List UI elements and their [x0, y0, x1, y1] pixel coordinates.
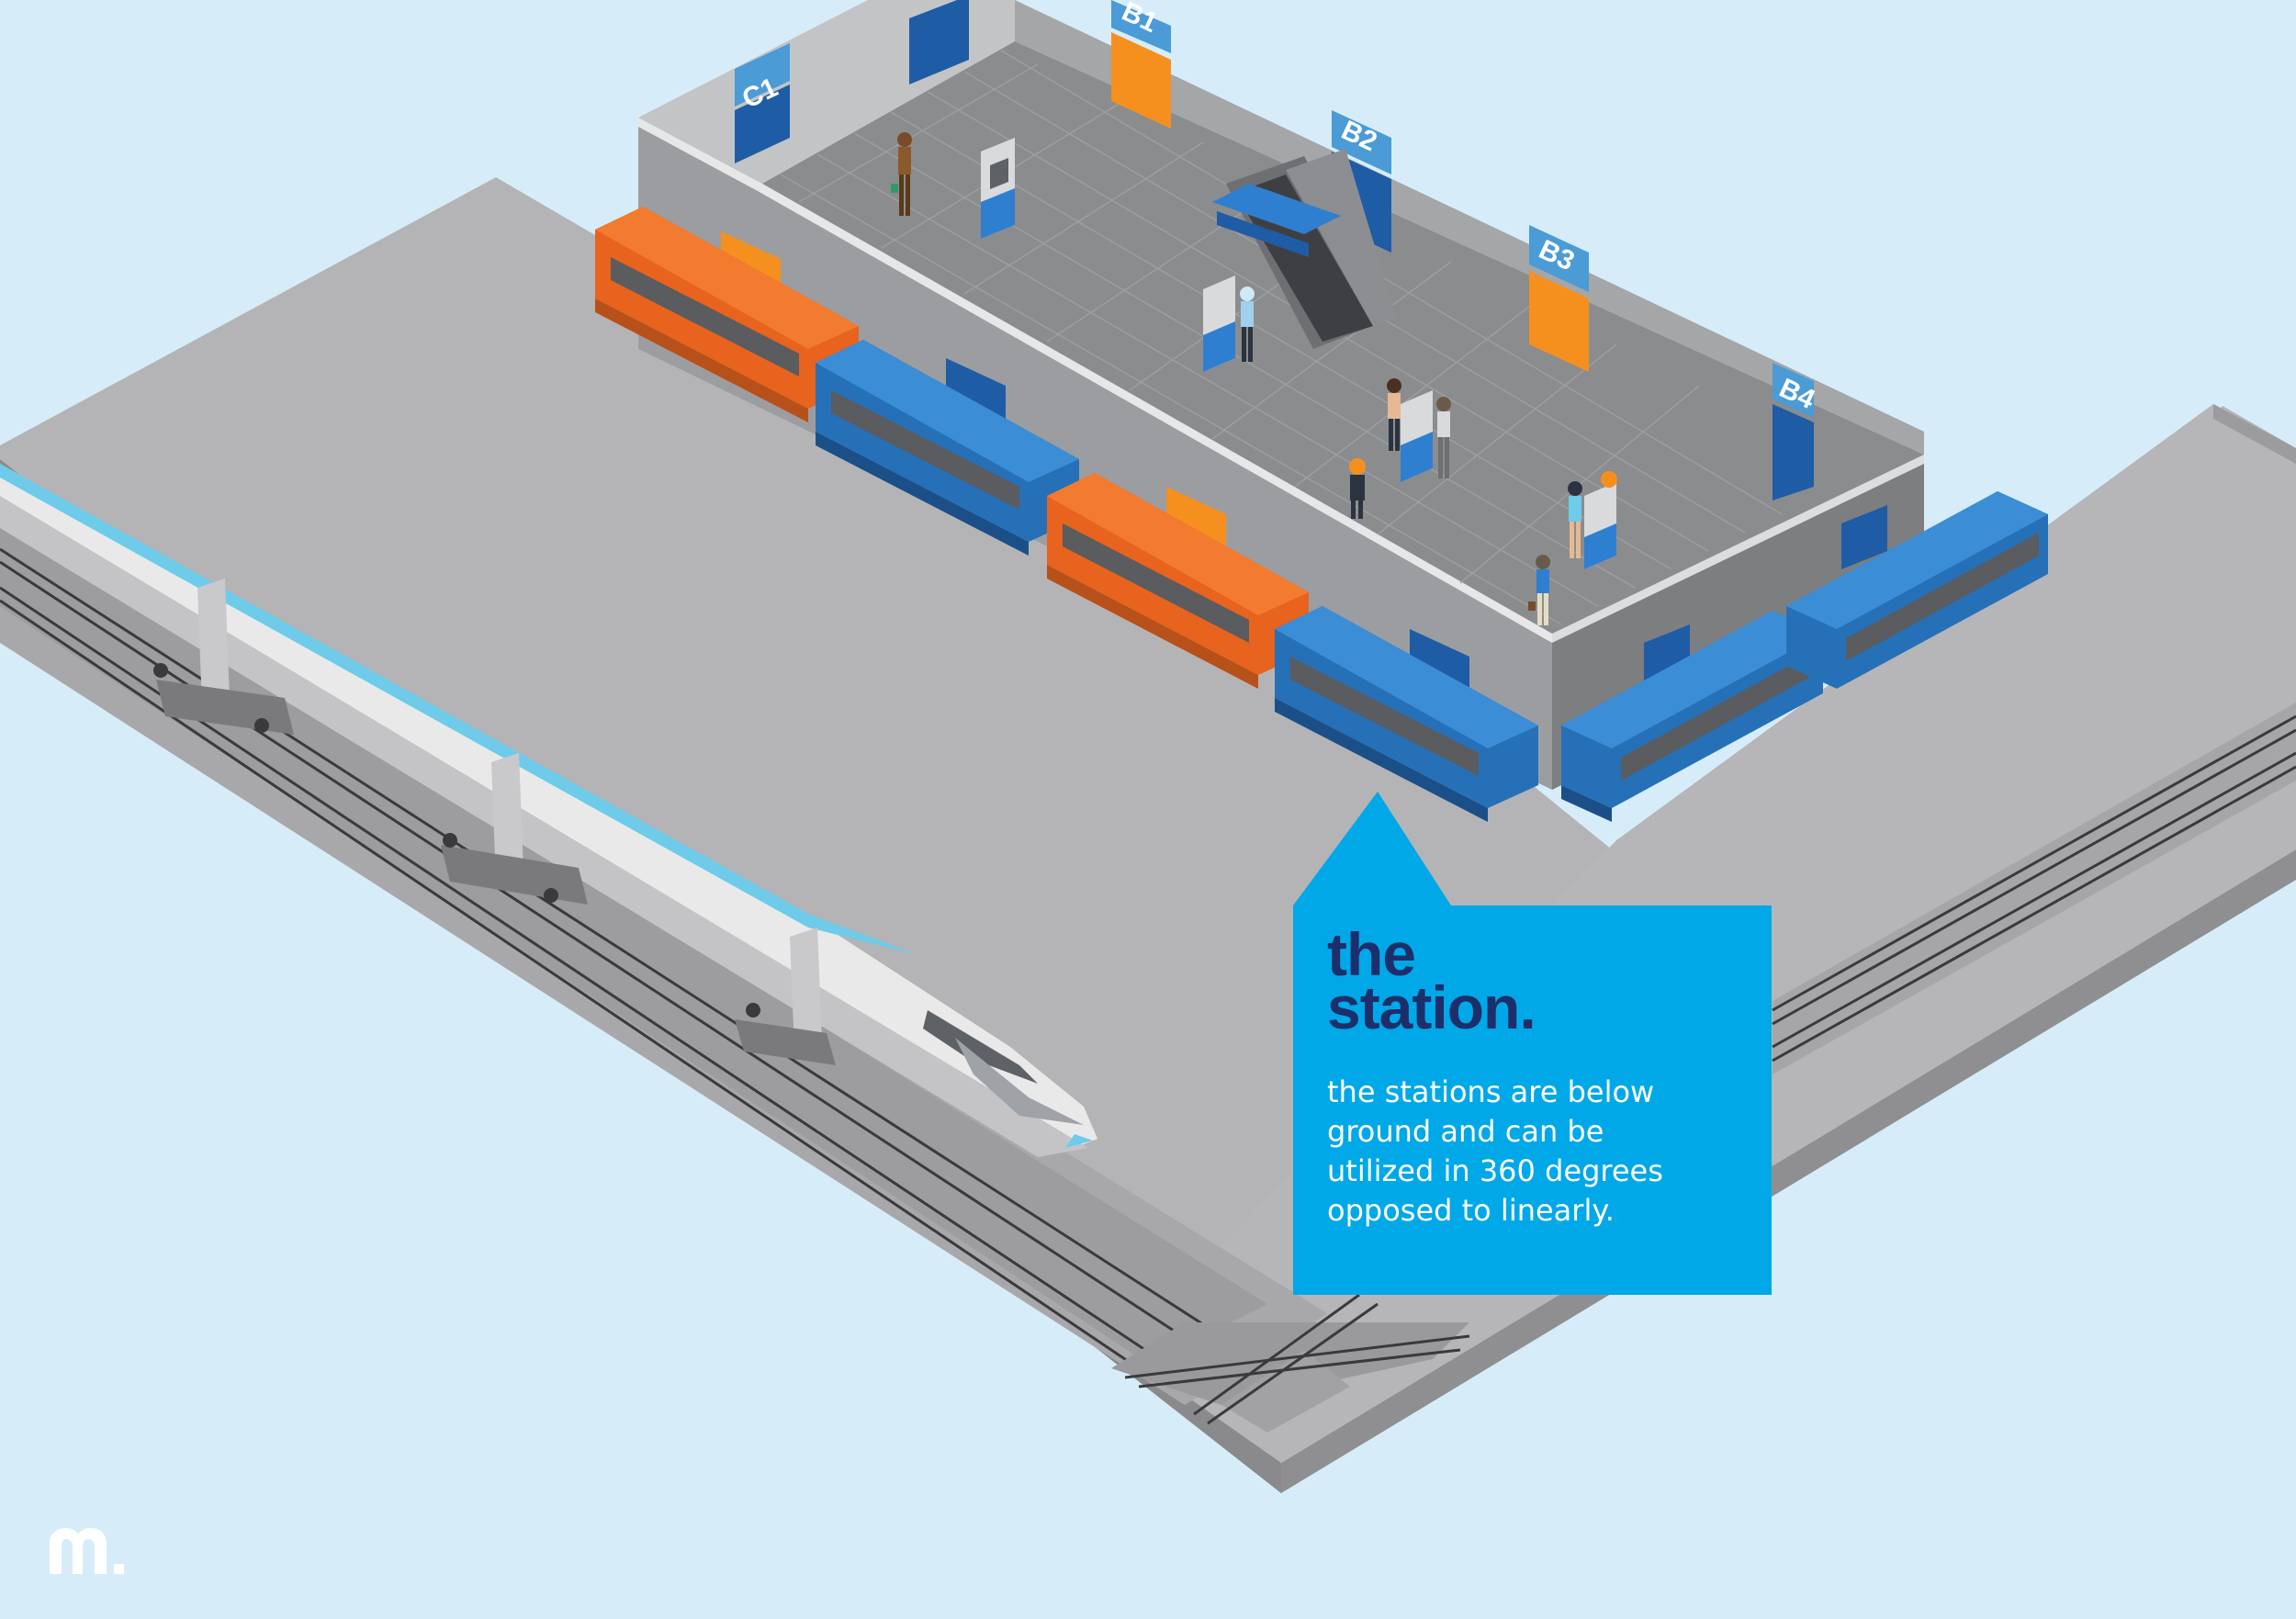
person-3 — [1387, 378, 1401, 451]
person-6 — [1568, 471, 1617, 558]
ticket-machine-2[interactable] — [1203, 275, 1235, 372]
callout-title: the station. — [1327, 920, 1536, 1041]
passengers — [891, 132, 1617, 625]
ticket-machine-4[interactable] — [1584, 482, 1616, 569]
escalator-icon[interactable] — [1212, 149, 1396, 349]
door-b1[interactable]: B1 — [1111, 0, 1171, 129]
m-logo — [50, 1528, 124, 1574]
ticket-machine-3[interactable] — [1401, 390, 1433, 482]
info-callout: the station. the stations are below grou… — [1293, 905, 1772, 1295]
person-2 — [1240, 287, 1255, 362]
door-b3[interactable]: B3 — [1529, 225, 1589, 372]
person-5 — [1349, 458, 1366, 519]
bullet-train-icon — [0, 459, 1097, 1157]
person-4 — [1436, 397, 1451, 478]
callout-body: the stations are below ground and can be… — [1327, 1074, 1663, 1228]
door-c1[interactable]: C1 — [735, 43, 790, 163]
callout-panel — [1293, 905, 1772, 1295]
callout-pointer — [1293, 792, 1451, 905]
door-b4[interactable]: B4 — [1773, 363, 1819, 500]
ticket-machine-icon[interactable] — [981, 138, 1015, 239]
person-1 — [891, 132, 912, 216]
metro-car-icon — [595, 207, 2048, 822]
track-crossing — [1111, 1293, 1470, 1433]
right-tracks — [1772, 703, 2296, 1074]
door-top-left[interactable] — [909, 0, 969, 84]
person-7 — [1528, 555, 1550, 625]
